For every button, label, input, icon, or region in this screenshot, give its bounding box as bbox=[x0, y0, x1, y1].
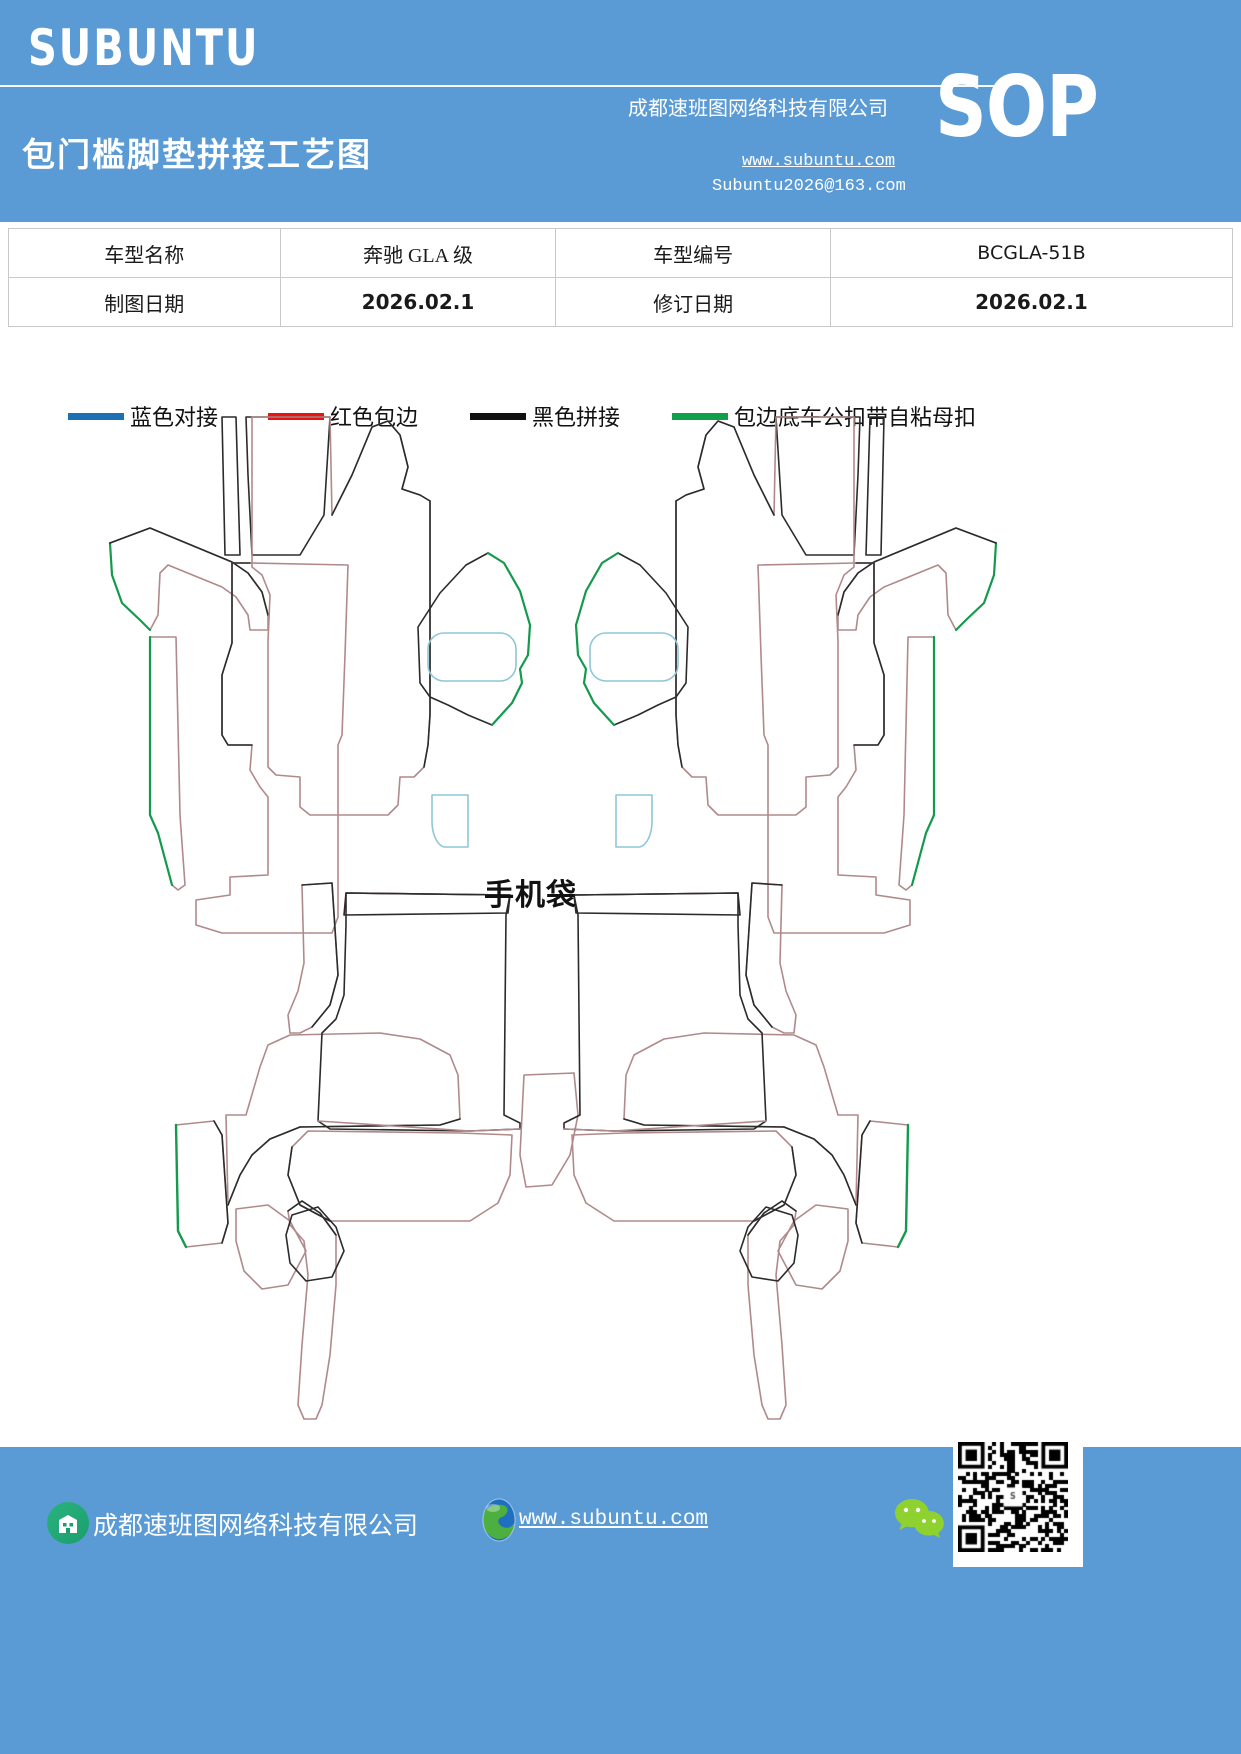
piece-phone-pocket-left bbox=[431, 794, 469, 848]
piece-rear-left-wing bbox=[225, 1032, 461, 1206]
piece-rear-right-tongue bbox=[747, 1200, 797, 1420]
cell-draw-date-value: 2026.02.1 bbox=[279, 277, 557, 327]
vehicle-info-table: 车型名称 奔驰 GLA 级 车型编号 BCGLA-51B 制图日期 2026.0… bbox=[8, 228, 1234, 327]
piece-right-center-mat bbox=[675, 416, 855, 816]
page-header: SUBUNTU 包门槛脚垫拼接工艺图 成都速班图网络科技有限公司 www.sub… bbox=[0, 0, 1241, 222]
header-divider bbox=[0, 85, 1000, 87]
piece-left-upper-panel-b bbox=[245, 416, 331, 556]
piece-left-sill-strip bbox=[148, 635, 186, 891]
cell-model-name-value: 奔驰 GLA 级 bbox=[279, 228, 557, 278]
footer-company-name: 成都速班图网络科技有限公司 bbox=[93, 1513, 419, 1540]
page-title: 包门槛脚垫拼接工艺图 bbox=[22, 135, 372, 174]
piece-rear-right-diagonal bbox=[739, 1206, 799, 1282]
legend-swatch-red bbox=[268, 412, 324, 420]
legend-swatch-black bbox=[470, 412, 526, 420]
piece-rear-right-lower-flap bbox=[571, 1130, 797, 1222]
piece-rear-left-pillar bbox=[287, 882, 339, 1034]
company-building-icon bbox=[47, 1502, 89, 1544]
piece-rear-right-header-bar bbox=[573, 892, 741, 916]
table-row: 车型名称 奔驰 GLA 级 车型编号 BCGLA-51B bbox=[8, 228, 1234, 278]
technical-drawing-area: 手机袋 bbox=[0, 415, 1241, 1425]
piece-rear-left-corner bbox=[235, 1204, 307, 1290]
brand-logo: SUBUNTU bbox=[28, 20, 260, 78]
cell-revise-date-value: 2026.02.1 bbox=[829, 277, 1234, 327]
qr-code bbox=[953, 1437, 1083, 1567]
legend-item-blue-butt-joint: 蓝色对接 bbox=[68, 400, 218, 432]
piece-rear-right-corner bbox=[777, 1204, 849, 1290]
legend-swatch-blue bbox=[68, 412, 124, 420]
cell-model-name-label: 车型名称 bbox=[8, 228, 281, 278]
cell-revise-date-label: 修订日期 bbox=[555, 277, 831, 327]
globe-icon bbox=[477, 1497, 521, 1543]
header-website-link[interactable]: www.subuntu.com bbox=[742, 152, 896, 171]
legend-item-black-splice: 黑色拼接 bbox=[470, 400, 620, 432]
piece-rear-right-sill bbox=[855, 1120, 910, 1249]
piece-right-heel-pad bbox=[574, 551, 689, 727]
piece-right-upper-panel-a bbox=[865, 416, 885, 556]
legend-swatch-green bbox=[672, 412, 728, 420]
piece-rear-left-main bbox=[317, 892, 521, 1132]
legend-label: 黑色拼接 bbox=[532, 405, 621, 430]
cell-model-code-value: BCGLA-51B bbox=[829, 228, 1234, 278]
phone-pocket-label: 手机袋 bbox=[484, 878, 577, 913]
piece-rear-left-header-bar bbox=[343, 892, 511, 916]
piece-rear-right-main bbox=[563, 892, 767, 1132]
piece-left-main-mat bbox=[195, 562, 349, 934]
table-row: 制图日期 2026.02.1 修订日期 2026.02.1 bbox=[8, 277, 1234, 327]
footer-website-link[interactable]: www.subuntu.com bbox=[519, 1508, 709, 1531]
piece-rear-left-lower-flap bbox=[287, 1130, 513, 1222]
pattern-pieces-svg bbox=[108, 416, 998, 1420]
header-email: Subuntu2026@163.com bbox=[712, 177, 906, 196]
piece-rear-right-wing bbox=[623, 1032, 859, 1206]
piece-right-upper-panel-b bbox=[775, 416, 861, 556]
piece-left-bracket bbox=[108, 527, 269, 632]
wechat-icon bbox=[893, 1495, 947, 1541]
piece-rear-right-pillar bbox=[745, 882, 797, 1034]
piece-rear-center-left bbox=[519, 1072, 579, 1188]
piece-rear-left-diagonal bbox=[285, 1206, 345, 1282]
cell-model-code-label: 车型编号 bbox=[555, 228, 831, 278]
piece-left-upper-panel-a bbox=[221, 416, 241, 556]
piece-right-main-mat bbox=[757, 562, 911, 934]
piece-right-bracket bbox=[837, 527, 998, 632]
cell-draw-date-label: 制图日期 bbox=[8, 277, 281, 327]
piece-left-center-mat bbox=[251, 416, 431, 816]
piece-rear-left-sill bbox=[174, 1120, 229, 1249]
document-type-badge: SOP bbox=[935, 57, 1099, 157]
piece-rear-left-tongue bbox=[287, 1200, 337, 1420]
piece-phone-pocket-right bbox=[615, 794, 653, 848]
piece-left-heel-pad bbox=[417, 551, 532, 727]
piece-right-sill-strip bbox=[898, 635, 936, 891]
legend-label: 蓝色对接 bbox=[130, 405, 219, 430]
header-company-name: 成都速班图网络科技有限公司 bbox=[628, 98, 888, 120]
